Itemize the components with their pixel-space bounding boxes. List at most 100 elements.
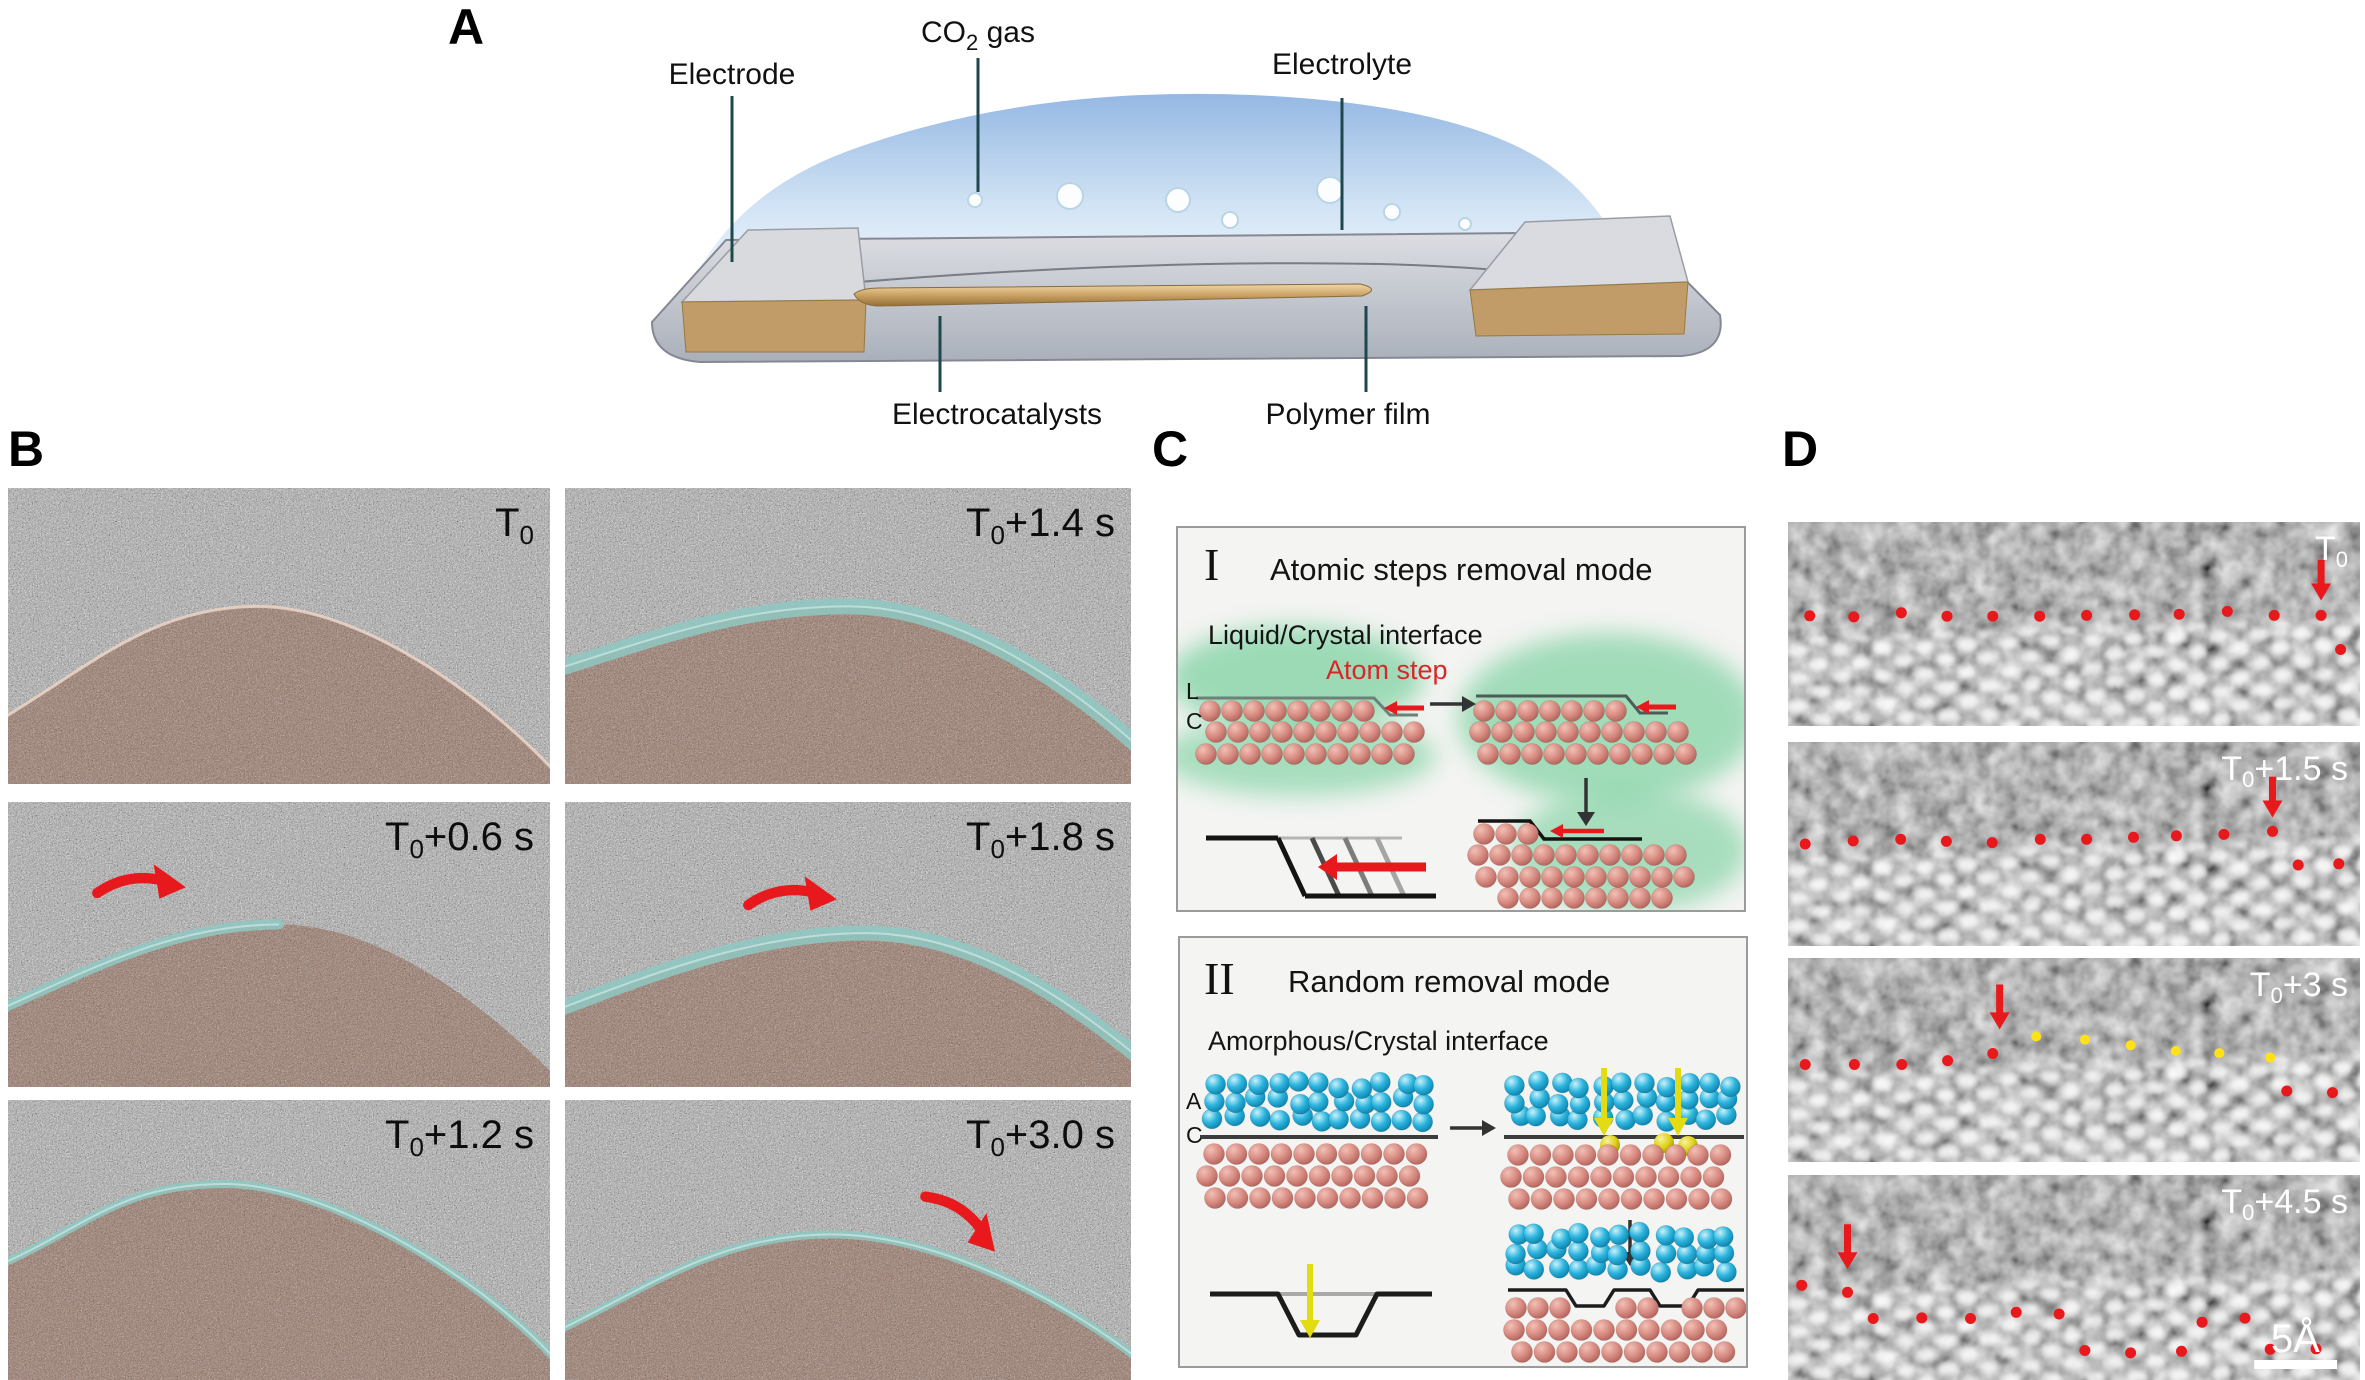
atom-marker-red (1804, 610, 1816, 622)
frame-timestamp: T0+3.0 s (966, 1113, 1115, 1162)
tem-frame: T0 (8, 488, 550, 784)
atom-marker-red (2173, 608, 2185, 620)
atom-marker-red (1895, 833, 1907, 845)
atom-marker-yellow (2079, 1034, 2090, 1045)
mode2-numeral: II (1204, 953, 1235, 1004)
frame-timestamp: T0+1.4 s (966, 501, 1115, 550)
atom-marker-red (2176, 1345, 2187, 1357)
electrode-block-left (680, 227, 867, 353)
red-arrow (2262, 776, 2283, 818)
red-arrow (743, 876, 837, 911)
atom-marker-red (2081, 833, 2093, 845)
tem-frame: T0+1.8 s (565, 802, 1131, 1087)
atom-marker-red (2010, 1306, 2022, 1318)
label-electrolyte: Electrolyte (1272, 48, 1412, 81)
atom-marker-red (2170, 830, 2182, 842)
atom-marker-red (1941, 610, 1953, 622)
mode2-crystal-label: C (1186, 1122, 1203, 1148)
electrocatalyst-rod (853, 283, 1372, 307)
atom-marker-red (1940, 835, 1952, 847)
scale-bar (2254, 1360, 2338, 1369)
atom-marker-red (1916, 1312, 1928, 1324)
atom-marker-red (2268, 609, 2280, 621)
atom-marker-red (2081, 609, 2093, 621)
atom-marker-red (1847, 835, 1859, 847)
red-arrow (920, 1191, 995, 1252)
yellow-removal-arrow (1300, 1264, 1320, 1338)
atom-marker-red (2327, 1087, 2338, 1099)
yellow-removal-arrow (1668, 1068, 1688, 1136)
tem-frame: T0+0.6 s (8, 802, 550, 1087)
frame-timestamp: T0+1.2 s (385, 1113, 534, 1162)
atom-marker-red (2267, 825, 2278, 837)
atom-marker-red (2292, 859, 2304, 871)
electrode-block-right (1468, 215, 1689, 337)
hrtem-strip: T0+1.5 s (1788, 742, 2360, 946)
red-arrow (1837, 1224, 1858, 1270)
atom-marker-red (2034, 610, 2046, 622)
panel-c-letter: C (1152, 421, 1189, 477)
atom-marker-red (2315, 609, 2327, 621)
label-polymer-film: Polymer film (1265, 398, 1430, 431)
label-electrocatalysts: Electrocatalysts (892, 398, 1102, 431)
atom-marker-red (2196, 1316, 2208, 1328)
atom-marker-red (1942, 1055, 1954, 1067)
atom-marker-yellow (2265, 1052, 2276, 1063)
strip-timestamp: T0+1.5 s (2221, 750, 2348, 792)
mode2-title: Random removal mode (1288, 964, 1611, 999)
co2-bubbles (967, 176, 1472, 231)
atom-marker-red (1799, 1059, 1811, 1070)
atom-marker-red (2239, 1312, 2251, 1324)
atom-marker-red (1842, 1286, 1853, 1298)
strip-timestamp: T0+3 s (2250, 966, 2348, 1008)
panel-a-letter: A (448, 0, 485, 55)
atom-marker-red (1796, 1279, 1808, 1291)
atom-marker-red (1895, 607, 1907, 619)
atom-marker-red (2264, 1343, 2276, 1355)
red-arrow (92, 864, 186, 899)
mode1-title: Atomic steps removal mode (1270, 552, 1653, 587)
mode2-box: II Random removal mode Amorphous/Crystal… (1178, 936, 1748, 1368)
hrtem-strip: T0 (1788, 522, 2360, 726)
atom-marker-red (2333, 858, 2345, 870)
frame-timestamp: T0+1.8 s (966, 815, 1115, 864)
scale-bar-label: 5Å (2271, 1316, 2320, 1361)
atom-marker-red (1986, 837, 1998, 849)
atom-marker-yellow (2170, 1046, 2181, 1056)
atom-marker-red (1896, 1059, 1908, 1070)
mode1-liquid-label: L (1186, 678, 1199, 704)
atom-marker-yellow (2214, 1048, 2225, 1059)
atom-marker-red (2221, 605, 2233, 617)
mode1-numeral: I (1204, 539, 1220, 590)
atom-marker-red (2128, 831, 2139, 843)
atom-marker-red (1848, 611, 1860, 623)
red-arrow (2311, 559, 2332, 601)
tem-frame: T0+3.0 s (565, 1100, 1131, 1380)
atom-marker-red (2281, 1085, 2293, 1097)
atom-marker-red (2053, 1308, 2065, 1320)
atom-marker-red (1799, 838, 1811, 850)
atom-marker-red (2079, 1345, 2091, 1356)
mode2-drawing (1196, 1068, 1746, 1363)
mode1-drawing (1178, 626, 1744, 910)
hrtem-strip: T0+3 s (1788, 958, 2360, 1162)
label-electrode: Electrode (669, 58, 796, 91)
mode2-amorphous-label: A (1186, 1088, 1202, 1114)
mode1-crystal-label: C (1186, 708, 1203, 734)
label-co2-gas: CO2 gas (921, 16, 1035, 55)
atom-marker-red (2034, 833, 2046, 845)
atom-marker-red (1987, 610, 1999, 622)
atom-marker-red (2310, 1343, 2322, 1355)
mode2-interface-label: Amorphous/Crystal interface (1208, 1026, 1549, 1056)
atom-marker-red (1848, 1059, 1860, 1070)
yellow-removal-arrow (1594, 1068, 1614, 1136)
atom-marker-red (2129, 609, 2141, 621)
red-arrow (1989, 984, 2010, 1030)
atom-marker-red (1987, 1048, 1999, 1059)
atom-step-label: Atom step (1326, 655, 1448, 685)
atom-marker-red (2125, 1347, 2137, 1359)
mode1-box: I Atomic steps removal mode Liquid/Cryst… (1176, 526, 1746, 912)
panel-d-letter: D (1782, 421, 1819, 477)
